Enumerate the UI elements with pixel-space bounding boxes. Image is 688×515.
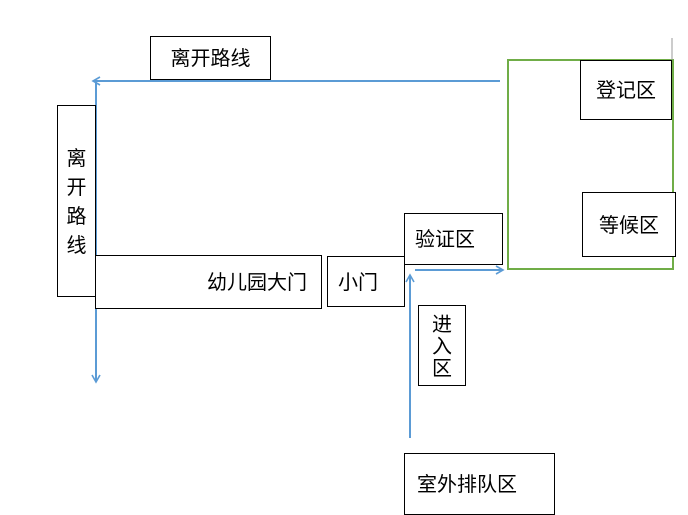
exit-route-top-text: 离开路线 [170, 46, 251, 70]
exit-route-side-char: 线 [66, 232, 87, 257]
outdoor-queue-text: 室外排队区 [417, 472, 517, 496]
exit-route-side-char: 路 [66, 203, 87, 228]
exit-route-side-char: 开 [66, 174, 87, 199]
entry-zone-char: 进 [432, 311, 452, 336]
entry-zone-label: 进 入 区 [418, 305, 466, 386]
registration-zone-text: 登记区 [596, 78, 656, 102]
exit-route-side-char: 离 [66, 145, 87, 170]
waiting-zone-text: 等候区 [599, 212, 659, 237]
entry-zone-char: 区 [432, 355, 452, 380]
verification-zone-text: 验证区 [415, 227, 475, 251]
small-gate-text: 小门 [338, 269, 378, 294]
kindergarten-gate-text: 幼儿园大门 [207, 270, 307, 294]
outdoor-queue-box: 室外排队区 [404, 453, 555, 515]
exit-route-top-label: 离开路线 [150, 36, 271, 80]
registration-zone-box: 登记区 [580, 60, 672, 120]
entry-zone-char: 入 [432, 333, 452, 358]
kindergarten-gate-box: 幼儿园大门 [95, 255, 322, 309]
waiting-zone-box: 等候区 [582, 192, 676, 257]
verification-zone-box: 验证区 [404, 213, 503, 265]
small-gate-box: 小门 [327, 256, 405, 307]
exit-route-side-label: 离 开 路 线 [57, 105, 96, 297]
